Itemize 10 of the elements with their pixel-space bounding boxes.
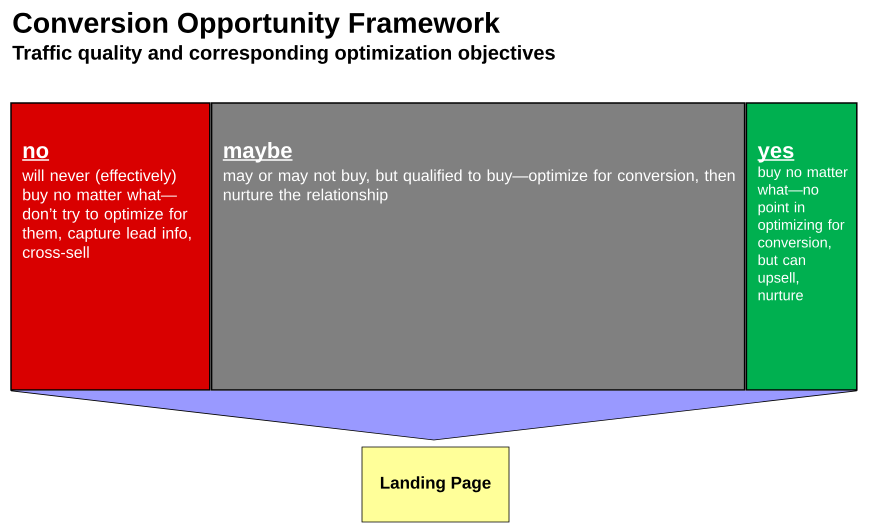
heading: maybe <box>222 142 292 163</box>
description: will never (effectively) buy no matter what—don’t try to optimize for them, capture lead info, cross-sell <box>22 169 191 258</box>
subtitle: Traffic quality and corresponding optimization objectives <box>12 45 555 64</box>
process-box: Landing Page <box>362 446 510 522</box>
description: buy no matter what—no point in optimizing for conversion, but can upsell, nurture <box>758 166 848 300</box>
title: Conversion Opportunity Framework <box>13 12 500 39</box>
funnel <box>10 390 858 440</box>
heading: yes <box>758 146 794 163</box>
heading: no <box>22 146 50 161</box>
description: may or may not buy, but qualified to buy—optimize for conversion, then nurture the relationship <box>224 169 735 204</box>
